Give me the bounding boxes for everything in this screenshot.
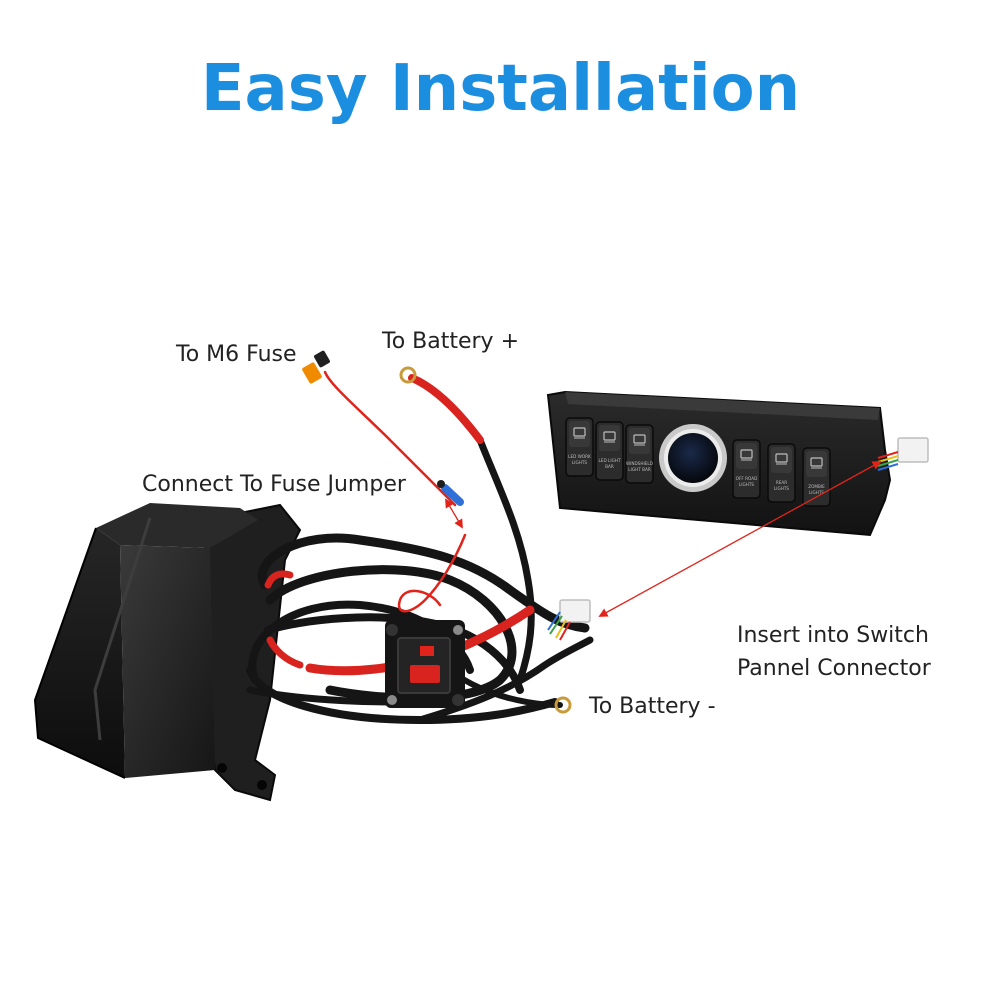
offroad-vehicle-icon (740, 449, 753, 461)
add-a-fuse-tap-icon (302, 350, 330, 384)
switch-label: WINDSHIELD (626, 461, 653, 466)
ring-terminal-negative-icon (554, 696, 572, 714)
label-m6-fuse: To M6 Fuse (176, 342, 297, 367)
switch-label: REAR (776, 480, 787, 485)
label-switch-connector-line2: Pannel Connector (737, 656, 931, 681)
switch-label: LIGHTS (774, 486, 790, 491)
circuit-breaker (385, 620, 465, 708)
control-box (33, 503, 302, 802)
label-switch-connector-line1: Insert into Switch (737, 623, 929, 648)
harness-connector-icon (547, 599, 591, 641)
switch-label: LED LIGHT (598, 458, 620, 463)
fuse-wire (323, 370, 467, 613)
switch-label: ZOMBIE (808, 484, 825, 489)
label-battery-negative: To Battery - (589, 694, 716, 719)
switch-label: LIGHT BAR (628, 467, 651, 472)
light-bar-icon (603, 431, 616, 443)
connection-arrows (445, 461, 882, 617)
switch-label: LED WORK (568, 454, 591, 459)
ring-terminal-positive-icon (399, 366, 417, 384)
windshield-light-icon (633, 434, 646, 446)
switch-label: LIGHTS (739, 482, 755, 487)
switch-label: OFF ROAD (736, 476, 758, 481)
label-fuse-jumper: Connect To Fuse Jumper (142, 472, 406, 497)
arrow-panel-to-harness (598, 461, 882, 617)
arrow-fuse-jumper (445, 498, 463, 529)
label-battery-positive: To Battery + (382, 329, 520, 354)
work-light-icon (573, 427, 586, 439)
digital-voltmeter-gauge (659, 424, 727, 492)
switch-label: LIGHTS (572, 460, 588, 465)
page-title: Easy Installation (200, 52, 801, 126)
switch-label: BAR (605, 464, 614, 469)
